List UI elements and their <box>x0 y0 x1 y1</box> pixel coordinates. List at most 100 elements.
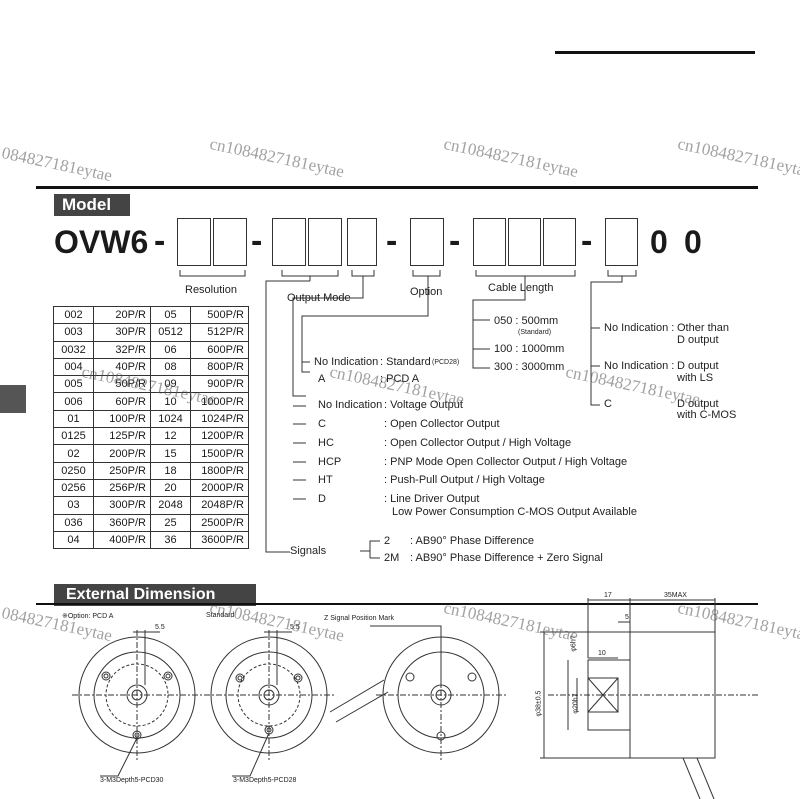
table-cell: 20P/R <box>93 305 151 325</box>
model-code-suffix-1: 0 <box>650 224 668 260</box>
pcd28-label: 3-M3Depth5-PCD28 <box>233 777 297 784</box>
signal-key-2: 2M <box>384 552 400 564</box>
model-code-suffix-2: 0 <box>684 224 702 260</box>
table-cell: 12 <box>150 427 191 446</box>
table-cell: 125P/R <box>93 427 151 446</box>
table-cell: 30P/R <box>93 323 151 342</box>
output-val-3: : PNP Mode Open Collector Output / High … <box>384 456 628 468</box>
table-cell: 2000P/R <box>190 478 249 498</box>
table-cell: 50P/R <box>93 375 151 394</box>
option-label: Option <box>410 286 443 298</box>
output-box-1 <box>272 218 306 266</box>
table-cell: 1800P/R <box>190 461 249 480</box>
cable-050: 050 : 500mm <box>494 315 559 327</box>
cable-300: 300 : 3000mm <box>494 361 565 373</box>
suffix-box <box>605 218 638 266</box>
signal-val-1: : AB90° Phase Difference <box>410 535 535 547</box>
table-cell: 500P/R <box>190 305 249 325</box>
option-box-1 <box>347 218 377 266</box>
suffix-val-3b: with C-MOS <box>677 409 737 421</box>
external-header-text: External Dimension <box>66 586 216 603</box>
option-key-2: A <box>318 373 326 385</box>
table-cell: 3600P/R <box>190 530 249 550</box>
output-val-5: : Line Driver Output <box>384 493 480 505</box>
side-tab <box>0 385 26 413</box>
table-cell: 300P/R <box>93 496 151 515</box>
table-cell: 32P/R <box>93 340 151 359</box>
option-key-1: No Indication <box>314 356 379 368</box>
dash-5: - <box>581 222 593 260</box>
cable-length-label: Cable Length <box>488 282 554 294</box>
table-cell: 1500P/R <box>190 444 249 463</box>
cable-100: 100 : 1000mm <box>494 343 565 355</box>
model-header: Model <box>54 194 130 216</box>
suffix-key-2: No Indication : <box>604 360 675 372</box>
pcd30-label: 3-M3Depth5-PCD30 <box>100 777 164 784</box>
table-cell: 40P/R <box>93 357 151 377</box>
output-val-4: : Push-Pull Output / High Voltage <box>384 474 545 486</box>
output-key-0: No Indication <box>318 399 383 411</box>
std-label: Standard <box>206 612 235 619</box>
suffix-val-2a: D output <box>677 360 719 372</box>
dim-55a: 5.5 <box>155 624 165 631</box>
dash-4: - <box>449 222 461 260</box>
table-cell: 002 <box>53 305 94 325</box>
signals-label: Signals <box>290 545 327 557</box>
model-header-text: Model <box>62 195 112 214</box>
output-val-2: : Open Collector Output / High Voltage <box>384 437 572 449</box>
table-cell: 0256 <box>53 478 94 498</box>
signal-key-1: 2 <box>384 535 391 547</box>
suffix-val-1a: Other than <box>677 322 729 334</box>
external-rule <box>36 603 758 605</box>
table-cell: 1024P/R <box>190 409 249 429</box>
output-box-2 <box>308 218 342 266</box>
z-mark-label: Z Signal Position Mark <box>324 615 395 622</box>
table-cell: 0512 <box>150 323 191 342</box>
output-key-3: HCP <box>318 456 342 468</box>
suffix-val-1b: D output <box>677 334 719 346</box>
output-val-0: : Voltage Output <box>384 399 463 411</box>
opt-label: ※Option: PCD A <box>62 613 114 620</box>
option-val-2: : PCD A <box>380 373 420 385</box>
option-val-1: : Standard <box>380 356 431 368</box>
cable-box-1 <box>473 218 506 266</box>
top-rule <box>555 51 755 54</box>
dim-20h7: φ20h7 <box>572 693 580 714</box>
section-rule <box>36 186 758 189</box>
dim-10: 10 <box>598 650 606 657</box>
output-mode-label: Output Mode <box>287 292 351 304</box>
output-key-1: C <box>318 418 326 430</box>
output-val-1: : Open Collector Output <box>384 418 500 430</box>
cable-box-2 <box>508 218 541 266</box>
dim-38: φ38±0.5 <box>535 690 543 717</box>
cable-050-note: (Standard) <box>518 329 552 336</box>
output-key-4: HT <box>318 474 333 486</box>
dim-35max: 35MAX <box>664 592 687 599</box>
signal-val-2: : AB90° Phase Difference + Zero Signal <box>410 552 603 564</box>
resolution-label: Resolution <box>185 284 237 296</box>
table-cell: 2500P/R <box>190 513 249 532</box>
option-box-2 <box>410 218 444 266</box>
suffix-key-3: C <box>604 398 612 410</box>
dim-17: 17 <box>604 592 612 599</box>
external-header: External Dimension <box>54 584 256 606</box>
table-cell: 36 <box>150 530 191 550</box>
output-key-2: HC <box>318 437 334 449</box>
resolution-box-1 <box>177 218 211 266</box>
dim-5: 5 <box>625 614 629 621</box>
cable-box-3 <box>543 218 576 266</box>
table-cell: 0032 <box>53 340 94 359</box>
suffix-key-1: No Indication : <box>604 322 675 334</box>
option-note-1: (PCD28) <box>432 359 460 366</box>
dash-3: - <box>386 222 398 260</box>
